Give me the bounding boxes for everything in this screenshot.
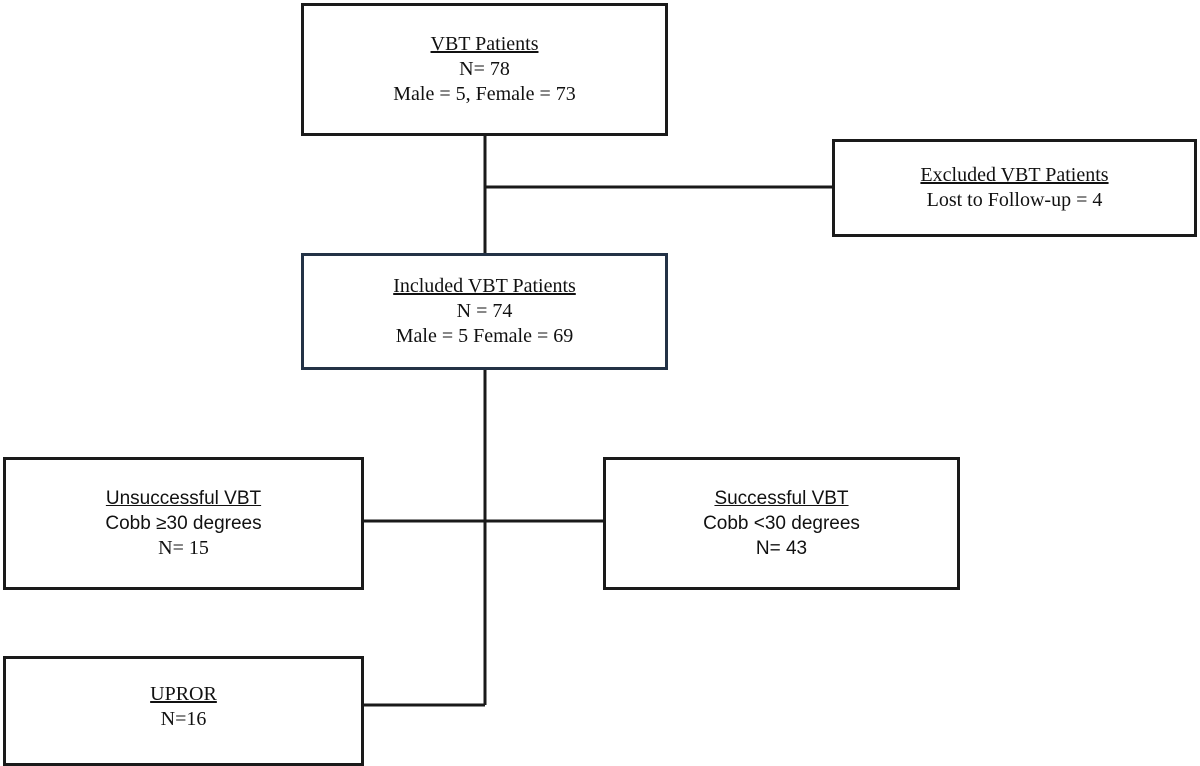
successful-vbt-box: Successful VBT Cobb <30 degrees N= 43 (603, 457, 960, 590)
successful-vbt-count: N= 43 (755, 538, 808, 559)
excluded-patients-box: Excluded VBT Patients Lost to Follow-up … (832, 139, 1197, 237)
upror-title: UPROR (150, 683, 217, 705)
upror-box: UPROR N=16 (3, 656, 364, 766)
vbt-patients-title: VBT Patients (430, 33, 539, 55)
upror-count: N=16 (160, 708, 207, 730)
excluded-patients-reason: Lost to Follow-up = 4 (926, 189, 1103, 211)
vbt-patients-sex-split: Male = 5, Female = 73 (393, 83, 576, 105)
unsuccessful-vbt-count: N= 15 (158, 537, 209, 559)
successful-vbt-criterion: Cobb <30 degrees (703, 513, 860, 534)
unsuccessful-vbt-box: Unsuccessful VBT Cobb ≥30 degrees N= 15 (3, 457, 364, 590)
included-patients-box: Included VBT Patients N = 74 Male = 5 Fe… (301, 253, 668, 370)
vbt-patients-box: VBT Patients N= 78 Male = 5, Female = 73 (301, 3, 668, 136)
excluded-patients-title: Excluded VBT Patients (920, 164, 1109, 186)
included-patients-title: Included VBT Patients (393, 275, 576, 297)
included-patients-count: N = 74 (456, 300, 513, 322)
vbt-patients-count: N= 78 (459, 58, 510, 80)
unsuccessful-vbt-criterion: Cobb ≥30 degrees (105, 513, 262, 534)
included-patients-sex-split: Male = 5 Female = 69 (395, 325, 574, 347)
successful-vbt-title: Successful VBT (714, 488, 849, 509)
unsuccessful-vbt-title: Unsuccessful VBT (105, 488, 262, 509)
